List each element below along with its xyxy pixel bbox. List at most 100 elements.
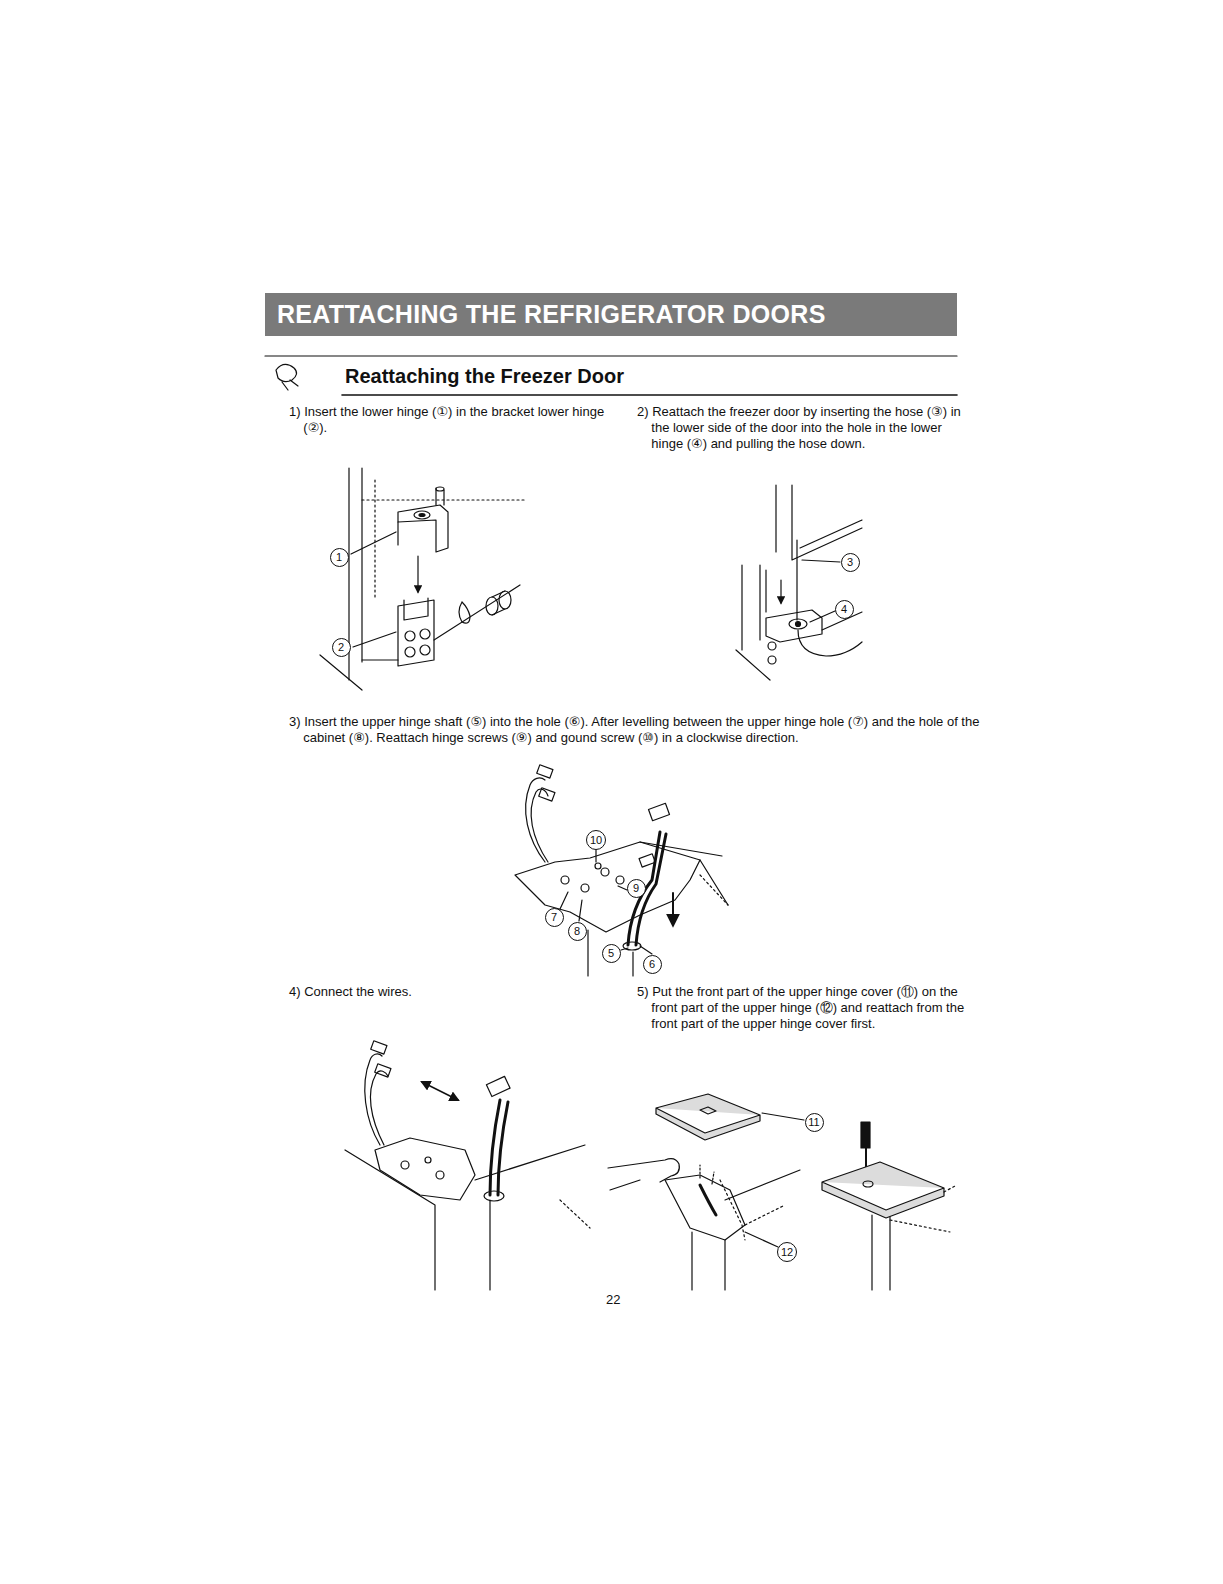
- hinge-cover-figure-part: [691, 1232, 692, 1290]
- lower-hinge-figure-part: [420, 629, 430, 639]
- lower-hinge-figure: [320, 468, 525, 690]
- wire-connection-figure: [345, 1041, 590, 1290]
- lower-hinge-figure-part: [398, 505, 448, 552]
- page-number: 22: [606, 1292, 646, 1308]
- hinge-cover-figure-part: [700, 1107, 716, 1114]
- lower-hinge-figure-part: [414, 511, 430, 519]
- callout-number: 1: [336, 552, 342, 563]
- hinge-cover-figure-part: [745, 1232, 778, 1247]
- upper-hinge-figure: [515, 765, 728, 976]
- hinge-cover-figure-part: [724, 1240, 725, 1290]
- hinge-cover-figure-part: [762, 1113, 804, 1120]
- upper-hinge-figure-part: [515, 842, 700, 932]
- callout-circle: 12: [777, 1242, 797, 1262]
- freezer-door-hose-figure-part: [741, 565, 742, 650]
- upper-hinge-figure-part: [648, 803, 669, 820]
- freezer-door-hose-figure-part: [800, 520, 862, 548]
- hinge-cover-figure-part: [700, 1165, 714, 1184]
- page-title: REATTACHING THE REFRIGERATOR DOORS: [265, 300, 826, 329]
- upper-hinge-figure-part: [639, 854, 655, 867]
- screw-cover-figure-part: [889, 1217, 890, 1290]
- wire-connection-figure-part: [345, 1145, 585, 1290]
- callout-number: 10: [590, 835, 602, 846]
- callout-circle: 2: [332, 638, 351, 657]
- upper-hinge-figure-part: [560, 892, 568, 909]
- screw-cover-figure-part: [863, 1181, 873, 1187]
- upper-hinge-figure-part: [632, 952, 633, 976]
- wire-connection-figure-part: [425, 1157, 431, 1163]
- callout-number: 5: [608, 948, 614, 959]
- callout-circle: 5: [602, 944, 621, 963]
- upper-hinge-figure-part: [561, 876, 569, 884]
- instruction-step: 1) Insert the lower hinge (①) in the bra…: [289, 404, 615, 436]
- upper-hinge-figure-part: [526, 778, 545, 862]
- callout-circle: 4: [835, 600, 854, 619]
- heading-rules-part: [342, 394, 957, 396]
- wire-connection-figure-part: [560, 1200, 590, 1228]
- lower-hinge-figure-part: [351, 532, 396, 554]
- wire-connection-figure-part: [486, 1076, 510, 1096]
- wire-connection-figure-part: [484, 1191, 504, 1201]
- hinge-cover-figure-part: [700, 1185, 716, 1215]
- upper-hinge-figure-part: [618, 886, 627, 890]
- lower-hinge-figure-part: [419, 514, 425, 517]
- hinge-cover-figure-part: [656, 1094, 760, 1140]
- lower-hinge-figure-part: [499, 591, 511, 609]
- wire-connection-figure-part: [365, 1054, 382, 1145]
- callout-circle: 11: [805, 1113, 824, 1132]
- upper-hinge-figure-part: [531, 789, 548, 862]
- instruction-step: 2) Reattach the freezer door by insertin…: [637, 404, 969, 452]
- lower-hinge-figure-part: [353, 632, 396, 647]
- lower-hinge-figure-part: [486, 597, 498, 615]
- hinge-cover-figure-part: [608, 1159, 679, 1190]
- screw-cover-figure-part: [890, 1186, 955, 1232]
- wire-connection-figure-part: [436, 1171, 444, 1179]
- upper-hinge-figure-part: [579, 900, 582, 921]
- freezer-door-hose-figure-part: [775, 485, 776, 552]
- callout-number: 8: [574, 926, 580, 937]
- lower-hinge-figure-part: [405, 631, 415, 641]
- freezer-door-hose-figure-part: [789, 619, 807, 629]
- callout-circle: 1: [330, 548, 349, 567]
- heading-rules-part: [276, 364, 298, 390]
- upper-hinge-figure-part: [581, 884, 589, 892]
- freezer-door-hose-figure-part: [766, 610, 822, 642]
- lower-hinge-figure-part: [492, 591, 505, 615]
- lower-hinge-figure-part: [361, 468, 362, 662]
- title-band: REATTACHING THE REFRIGERATOR DOORS: [265, 293, 957, 336]
- freezer-door-hose-figure-part: [798, 630, 862, 656]
- callout-circle: 3: [841, 553, 860, 572]
- upper-hinge-figure-part: [537, 765, 553, 778]
- freezer-door-hose-figure-part: [765, 570, 766, 612]
- lower-hinge-figure-part: [320, 655, 362, 690]
- callout-circle: 6: [643, 955, 662, 974]
- lower-hinge-figure-part: [436, 487, 444, 491]
- callout-number: 7: [551, 912, 557, 923]
- upper-hinge-figure-part: [700, 875, 728, 905]
- lower-hinge-figure-part: [405, 647, 415, 657]
- callout-number: 2: [338, 642, 344, 653]
- wire-connection-figure-part: [375, 1138, 475, 1200]
- freezer-door-hose-figure-part: [796, 622, 801, 627]
- freezer-door-hose-figure-part: [802, 560, 840, 562]
- callout-circle: 9: [627, 879, 646, 898]
- wire-connection-figure-part: [375, 1064, 391, 1077]
- wire-connection-figure-part: [370, 1071, 388, 1145]
- lower-hinge-figure-part: [397, 522, 398, 545]
- wire-connection-figure-part: [422, 1082, 458, 1100]
- upper-hinge-figure-part: [595, 850, 596, 862]
- screw-cover-figure-part: [822, 1162, 944, 1218]
- freezer-door-hose-figure-part: [796, 540, 797, 620]
- upper-hinge-figure-part: [587, 930, 588, 976]
- hinge-cover-figure-part: [725, 1170, 800, 1200]
- wire-connection-figure-part: [371, 1041, 387, 1054]
- hinge-cover-figure: [608, 1094, 804, 1290]
- lower-hinge-figure-part: [436, 488, 444, 505]
- instruction-step: 3) Insert the upper hinge shaft (⑤) into…: [289, 714, 983, 746]
- freezer-door-hose-figure-part: [768, 642, 776, 650]
- upper-hinge-figure-part: [616, 876, 624, 884]
- lower-hinge-figure-part: [374, 480, 375, 600]
- callout-number: 11: [808, 1117, 819, 1128]
